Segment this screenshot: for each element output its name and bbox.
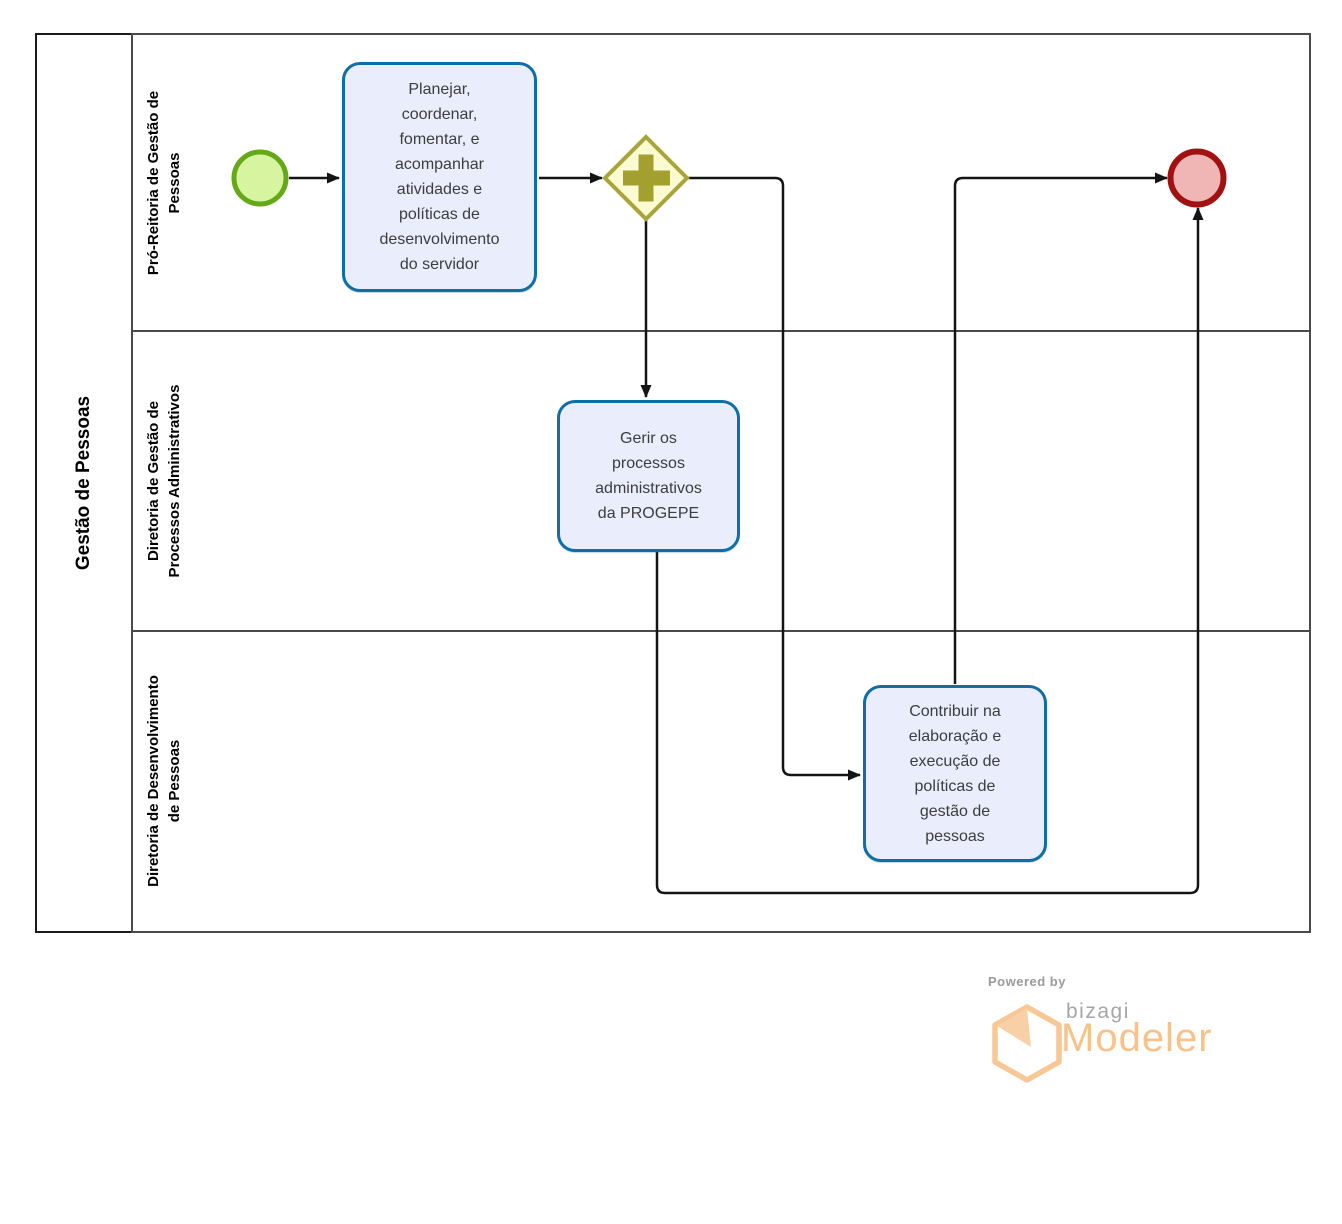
modeler-wordmark: Modeler bbox=[1061, 1016, 1213, 1060]
lane-label-diretoria-processos: Diretoria de Gestão de Processos Adminis… bbox=[145, 384, 183, 578]
parallel-gateway bbox=[602, 134, 690, 222]
task-gerir-processos: Gerir os processos administrativos da PR… bbox=[557, 400, 740, 552]
task-planejar: Planejar, coordenar, fomentar, e acompan… bbox=[342, 62, 537, 292]
flow-task2-to-end bbox=[655, 207, 1204, 895]
end-event bbox=[1167, 148, 1227, 208]
flow-gateway-to-task3 bbox=[687, 176, 861, 781]
powered-by-text: Powered by bbox=[988, 974, 1066, 989]
lane-label-pro-reitoria: Pró-Reitoria de Gestão de Pessoas bbox=[145, 90, 183, 276]
task-contribuir: Contribuir na elaboração e execução de p… bbox=[863, 685, 1047, 862]
plus-icon bbox=[623, 154, 670, 202]
bizagi-wordmark: bizagi bbox=[1066, 1000, 1130, 1023]
lane-label-diretoria-desenvolvimento: Diretoria de Desenvolvimento de Pessoas bbox=[145, 675, 183, 887]
pool-title: Gestão de Pessoas bbox=[73, 395, 94, 571]
lane-area bbox=[131, 33, 1311, 933]
bizagi-logo-icon bbox=[992, 1004, 1062, 1083]
start-event bbox=[231, 149, 289, 207]
pool-header bbox=[35, 33, 133, 933]
flow-task3-to-end bbox=[953, 172, 1168, 684]
